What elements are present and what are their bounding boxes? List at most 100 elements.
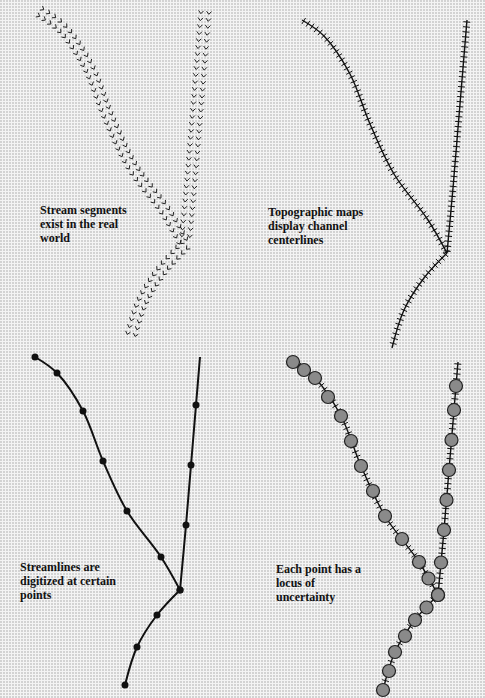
bank-chevron xyxy=(129,155,133,159)
centerline-tick xyxy=(451,171,458,173)
stream-line xyxy=(383,595,438,690)
centerline-tick xyxy=(436,237,442,240)
bank-chevron xyxy=(46,10,50,14)
centerline-tick xyxy=(358,99,365,101)
bank-chevron xyxy=(133,333,138,337)
bank-chevron xyxy=(193,179,198,182)
digitized-point xyxy=(124,508,131,515)
bank-chevron xyxy=(205,32,210,35)
bank-chevron xyxy=(148,278,152,282)
panel-caption: Streamlines are digitized at certain poi… xyxy=(20,560,120,602)
uncertainty-locus xyxy=(438,524,451,537)
uncertainty-locus xyxy=(440,494,453,507)
centerline-tick xyxy=(440,256,445,261)
bank-chevron xyxy=(180,230,184,234)
bank-chevron xyxy=(69,45,73,49)
bank-chevron xyxy=(190,206,195,209)
centerline-tick xyxy=(461,46,468,48)
centerline-tick xyxy=(411,291,417,295)
uncertainty-locus xyxy=(445,434,458,447)
digitized-point xyxy=(193,402,200,409)
centerline-tick xyxy=(444,250,451,252)
bank-chevron xyxy=(171,250,175,254)
bank-chevron xyxy=(99,85,104,89)
bank-chevron xyxy=(103,99,108,103)
centerline-tick xyxy=(449,191,456,193)
bank-chevron xyxy=(202,67,207,70)
centerline-tick xyxy=(439,543,446,545)
bank-chevron xyxy=(196,38,201,41)
centerline-tick xyxy=(449,196,456,198)
centerline-tick xyxy=(429,224,435,228)
bank-chevron xyxy=(192,186,197,189)
bank-chevron xyxy=(130,317,135,321)
centerline-tick xyxy=(388,660,395,662)
centerline-tick xyxy=(462,41,469,43)
bank-chevron xyxy=(47,20,51,24)
centerline-tick xyxy=(336,54,342,58)
bank-chevron xyxy=(189,213,194,216)
uncertainty-locus xyxy=(409,614,422,627)
centerline-tick xyxy=(344,67,350,70)
bank-chevron xyxy=(157,194,161,198)
bank-chevron xyxy=(173,218,177,222)
bank-chevron xyxy=(112,140,117,144)
centerline-tick xyxy=(444,245,451,247)
centerline-tick xyxy=(354,90,361,92)
bank-chevron xyxy=(61,34,65,38)
centerline-tick xyxy=(452,161,459,163)
centerline-tick xyxy=(408,195,413,199)
bank-chevron xyxy=(122,159,126,163)
digitized-point xyxy=(32,354,39,361)
bank-chevron xyxy=(52,14,56,18)
bank-chevron xyxy=(40,6,44,10)
bank-chevron xyxy=(197,24,202,27)
bank-chevron xyxy=(107,127,112,131)
bank-chevron xyxy=(193,73,198,76)
bank-chevron xyxy=(191,199,196,202)
centerline-tick xyxy=(461,51,468,53)
bank-chevron xyxy=(194,66,199,69)
bank-chevron xyxy=(141,290,145,294)
bank-chevron xyxy=(42,16,46,20)
centerline-tick xyxy=(418,207,424,211)
bank-chevron xyxy=(148,294,152,298)
centerline-tick xyxy=(367,122,373,125)
centerline-tick xyxy=(413,287,419,291)
bank-chevron xyxy=(193,172,198,175)
bank-chevron xyxy=(86,75,91,79)
stream-line xyxy=(447,20,467,253)
bank-chevron xyxy=(134,304,139,308)
bank-chevron xyxy=(153,189,157,193)
centerline-tick xyxy=(445,478,452,480)
bank-chevron xyxy=(132,161,136,165)
bank-chevron xyxy=(126,165,130,169)
centerline-tick xyxy=(453,151,460,153)
centerline-tick xyxy=(458,81,465,83)
bank-chevron xyxy=(196,137,201,140)
uncertainty-locus xyxy=(345,435,358,448)
stream-panel xyxy=(287,356,463,697)
centerline-tick xyxy=(402,188,408,192)
centerline-tick xyxy=(351,80,357,83)
centerline-tick xyxy=(419,278,425,282)
centerline-tick xyxy=(416,282,422,286)
centerline-tick xyxy=(438,553,445,555)
uncertainty-locus xyxy=(443,464,456,477)
bank-chevron xyxy=(190,108,195,111)
bank-chevron xyxy=(189,220,194,223)
uncertainty-locus xyxy=(396,533,409,546)
centerline-tick xyxy=(352,451,359,453)
bank-chevron xyxy=(114,124,119,128)
centerline-tick xyxy=(388,167,394,170)
centerline-tick xyxy=(447,211,454,213)
centerline-tick xyxy=(361,109,368,111)
bank-chevron xyxy=(186,245,190,249)
digitized-point xyxy=(177,587,184,594)
uncertainty-locus xyxy=(377,684,390,697)
centerline-tick xyxy=(454,131,461,133)
bank-chevron xyxy=(201,81,206,84)
stream-line xyxy=(293,362,438,595)
bank-chevron xyxy=(166,206,170,210)
bank-chevron xyxy=(104,121,109,125)
